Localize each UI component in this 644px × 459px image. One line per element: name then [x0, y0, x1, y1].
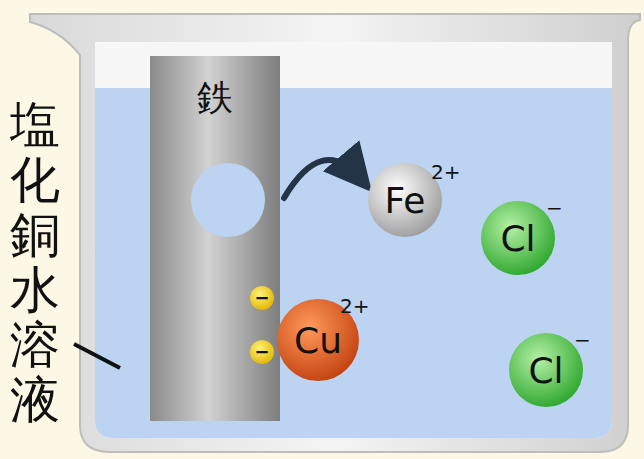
ion-symbol: Cl	[480, 200, 556, 276]
leader-line	[74, 344, 120, 368]
vacancy-hole	[191, 163, 265, 237]
ion-circle: Fe2+	[367, 162, 443, 238]
beaker-inside	[95, 42, 612, 438]
metal-name: 鉄	[150, 56, 280, 123]
beaker-body	[30, 14, 640, 452]
ion-charge: 2+	[340, 294, 369, 318]
ion-circle: Cu2+	[276, 298, 360, 382]
ion-circle: Cl−	[480, 200, 556, 276]
electron-sign: −	[249, 285, 275, 311]
electron: −	[249, 339, 275, 365]
electron: −	[249, 285, 275, 311]
ion-circle: Cl−	[508, 332, 584, 408]
iron-rod: 鉄	[150, 56, 280, 421]
ion-charge: 2+	[431, 160, 460, 184]
ion-charge: −	[574, 328, 591, 352]
ion-release-arrow	[284, 160, 360, 198]
electron-sign: −	[249, 339, 275, 365]
ion-symbol: Cl	[508, 332, 584, 408]
solution-label: 塩化銅水溶液	[10, 98, 60, 428]
ion-charge: −	[546, 196, 563, 220]
